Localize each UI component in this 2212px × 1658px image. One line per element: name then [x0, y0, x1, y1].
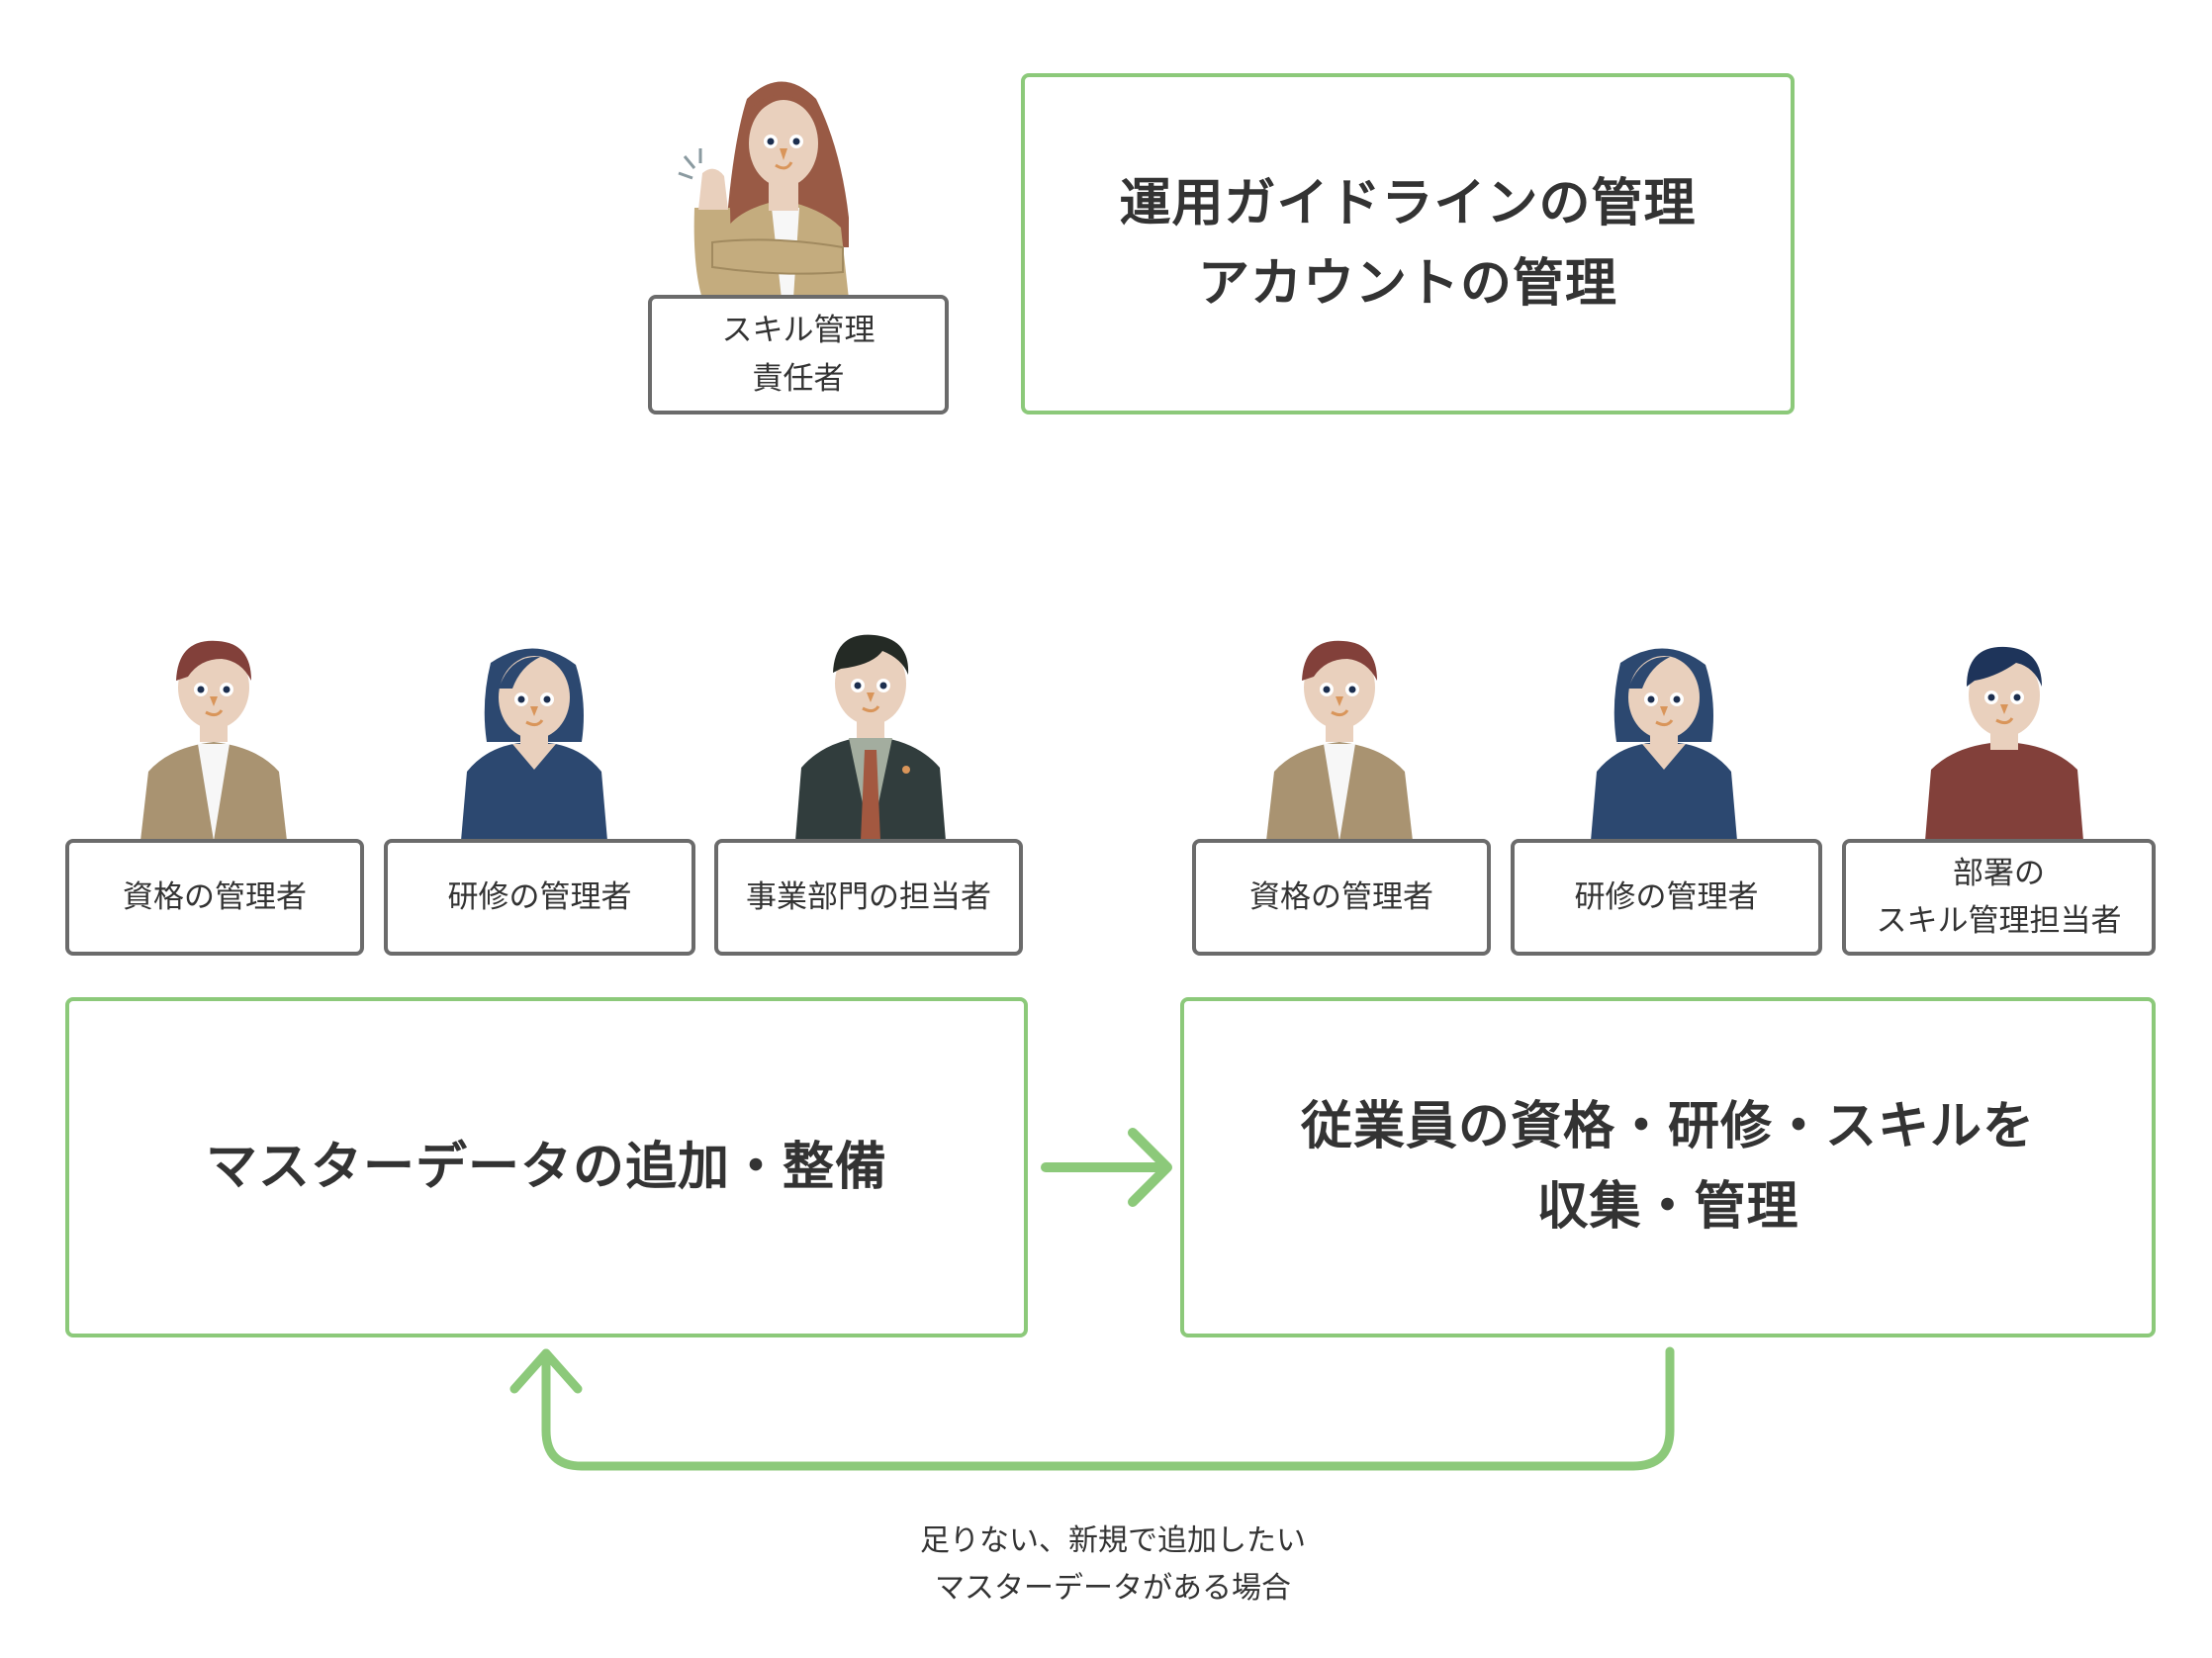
role-label-qualification-admin: 資格の管理者 — [65, 839, 364, 956]
woman-fist-pump-figure — [678, 81, 849, 299]
label-line: 部署の — [1953, 855, 2045, 891]
man-red-sweater-figure — [1925, 646, 2083, 841]
skill-management-lead-label: スキル管理 責任者 — [648, 295, 949, 414]
label-line: 研修の管理者 — [1574, 878, 1759, 915]
task-line: 従業員の資格・研修・スキルを — [1300, 1097, 2035, 1157]
role-label-business-unit-staff: 事業部門の担当者 — [714, 839, 1023, 956]
task-line: マスターデータの追加・整備 — [205, 1137, 887, 1197]
responsibility-line: 運用ガイドラインの管理 — [1119, 173, 1697, 233]
label-line: 事業部門の担当者 — [746, 878, 991, 915]
arrow-right-icon — [1041, 1128, 1172, 1207]
note-line: マスターデータがある場合 — [935, 1571, 1291, 1606]
role-label-department-skill-staff: 部署の スキル管理担当者 — [1842, 839, 2156, 956]
lead-responsibility-box: 運用ガイドラインの管理 アカウントの管理 — [1021, 73, 1795, 414]
label-line: スキル管理担当者 — [1876, 903, 2122, 939]
responsibility-line: アカウントの管理 — [1197, 253, 1617, 314]
woman-navy-sweater-figure — [461, 648, 607, 841]
feedback-note: 足りない、新規で追加したい マスターデータがある場合 — [791, 1518, 1434, 1612]
man-dark-suit-figure — [795, 634, 946, 841]
task-line: 収集・管理 — [1536, 1177, 1799, 1237]
employee-skill-collection-box: 従業員の資格・研修・スキルを 収集・管理 — [1180, 997, 2156, 1337]
label-line: 資格の管理者 — [1249, 878, 1433, 915]
master-data-maintenance-box: マスターデータの追加・整備 — [65, 997, 1028, 1337]
label-line: 責任者 — [752, 360, 845, 397]
arrow-loop-back-icon — [509, 1346, 1675, 1471]
label-line: スキル管理 — [721, 313, 876, 349]
man-beige-jacket-figure — [140, 640, 287, 841]
label-line: 研修の管理者 — [447, 878, 632, 915]
man-beige-jacket-figure — [1266, 640, 1413, 841]
role-label-training-admin: 研修の管理者 — [384, 839, 695, 956]
role-label-qualification-admin: 資格の管理者 — [1192, 839, 1491, 956]
note-line: 足りない、新規で追加したい — [920, 1523, 1306, 1558]
role-label-training-admin: 研修の管理者 — [1511, 839, 1822, 956]
label-line: 資格の管理者 — [123, 878, 307, 915]
woman-navy-sweater-figure — [1591, 648, 1737, 841]
